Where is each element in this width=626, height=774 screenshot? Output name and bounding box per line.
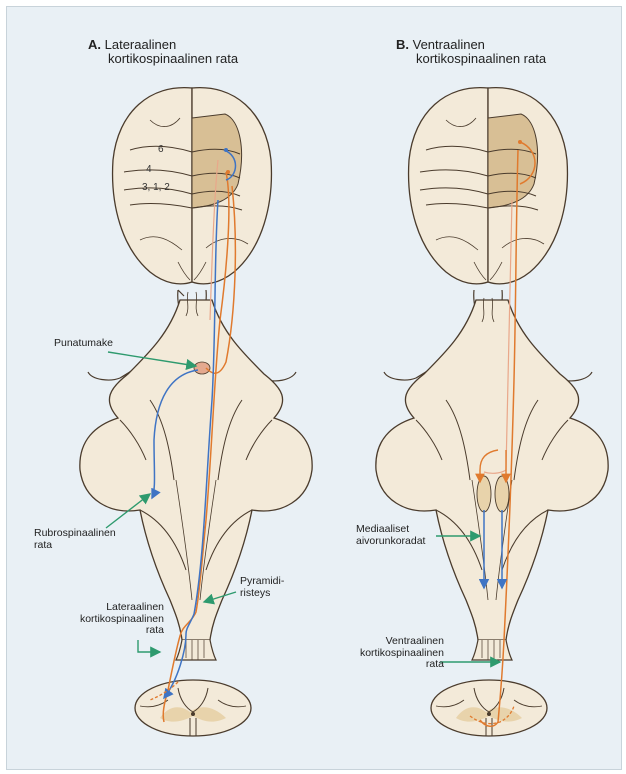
label-mediaaliset-line1: Mediaaliset — [356, 524, 425, 536]
label-mediaaliset: Mediaaliset aivorunkoradat — [356, 524, 425, 547]
label-lateral-tract: Lateraalinen kortikospinaalinen rata — [72, 602, 164, 637]
label-lateral-tract-line1: Lateraalinen — [72, 602, 164, 614]
label-ventral-tract: Ventraalinen kortikospinaalinen rata — [340, 636, 444, 671]
area-4-label: 4 — [146, 164, 152, 175]
brain-a — [113, 88, 272, 284]
panel-b-title-line2: kortikospinaalinen rata — [416, 52, 546, 66]
label-lateral-tract-line3: rata — [72, 625, 164, 637]
area-6-label: 6 — [158, 144, 164, 155]
label-pyramidi-line2: risteys — [240, 588, 284, 600]
panel-a-title: A. Lateraalinen — [88, 38, 176, 52]
label-ventral-tract-line3: rata — [340, 659, 444, 671]
area-312-label: 3, 1, 2 — [142, 182, 170, 193]
label-rubrospinal: Rubrospinaalinen rata — [34, 528, 116, 551]
spinal-cord-b — [431, 680, 547, 736]
label-pyramidi-line1: Pyramidi- — [240, 576, 284, 588]
label-mediaaliset-line2: aivorunkoradat — [356, 536, 425, 548]
panel-a — [80, 88, 312, 736]
spinal-cord-a — [135, 680, 251, 736]
label-rubrospinal-line1: Rubrospinaalinen — [34, 528, 116, 540]
panel-a-title-line1: Lateraalinen — [105, 37, 177, 52]
panel-b-title: B. Ventraalinen — [396, 38, 485, 52]
pointer-lateral-tract — [138, 640, 160, 652]
brain-b — [409, 88, 568, 284]
panel-b-title-line1: Ventraalinen — [413, 37, 485, 52]
label-punatumake: Punatumake — [54, 338, 113, 350]
label-rubrospinal-line2: rata — [34, 540, 116, 552]
panel-a-title-line2: kortikospinaalinen rata — [108, 52, 238, 66]
panel-b-letter: B. — [396, 37, 409, 52]
label-ventral-tract-line1: Ventraalinen — [340, 636, 444, 648]
brainstem-b — [376, 290, 608, 660]
panel-a-letter: A. — [88, 37, 101, 52]
label-pyramidi: Pyramidi- risteys — [240, 576, 284, 599]
